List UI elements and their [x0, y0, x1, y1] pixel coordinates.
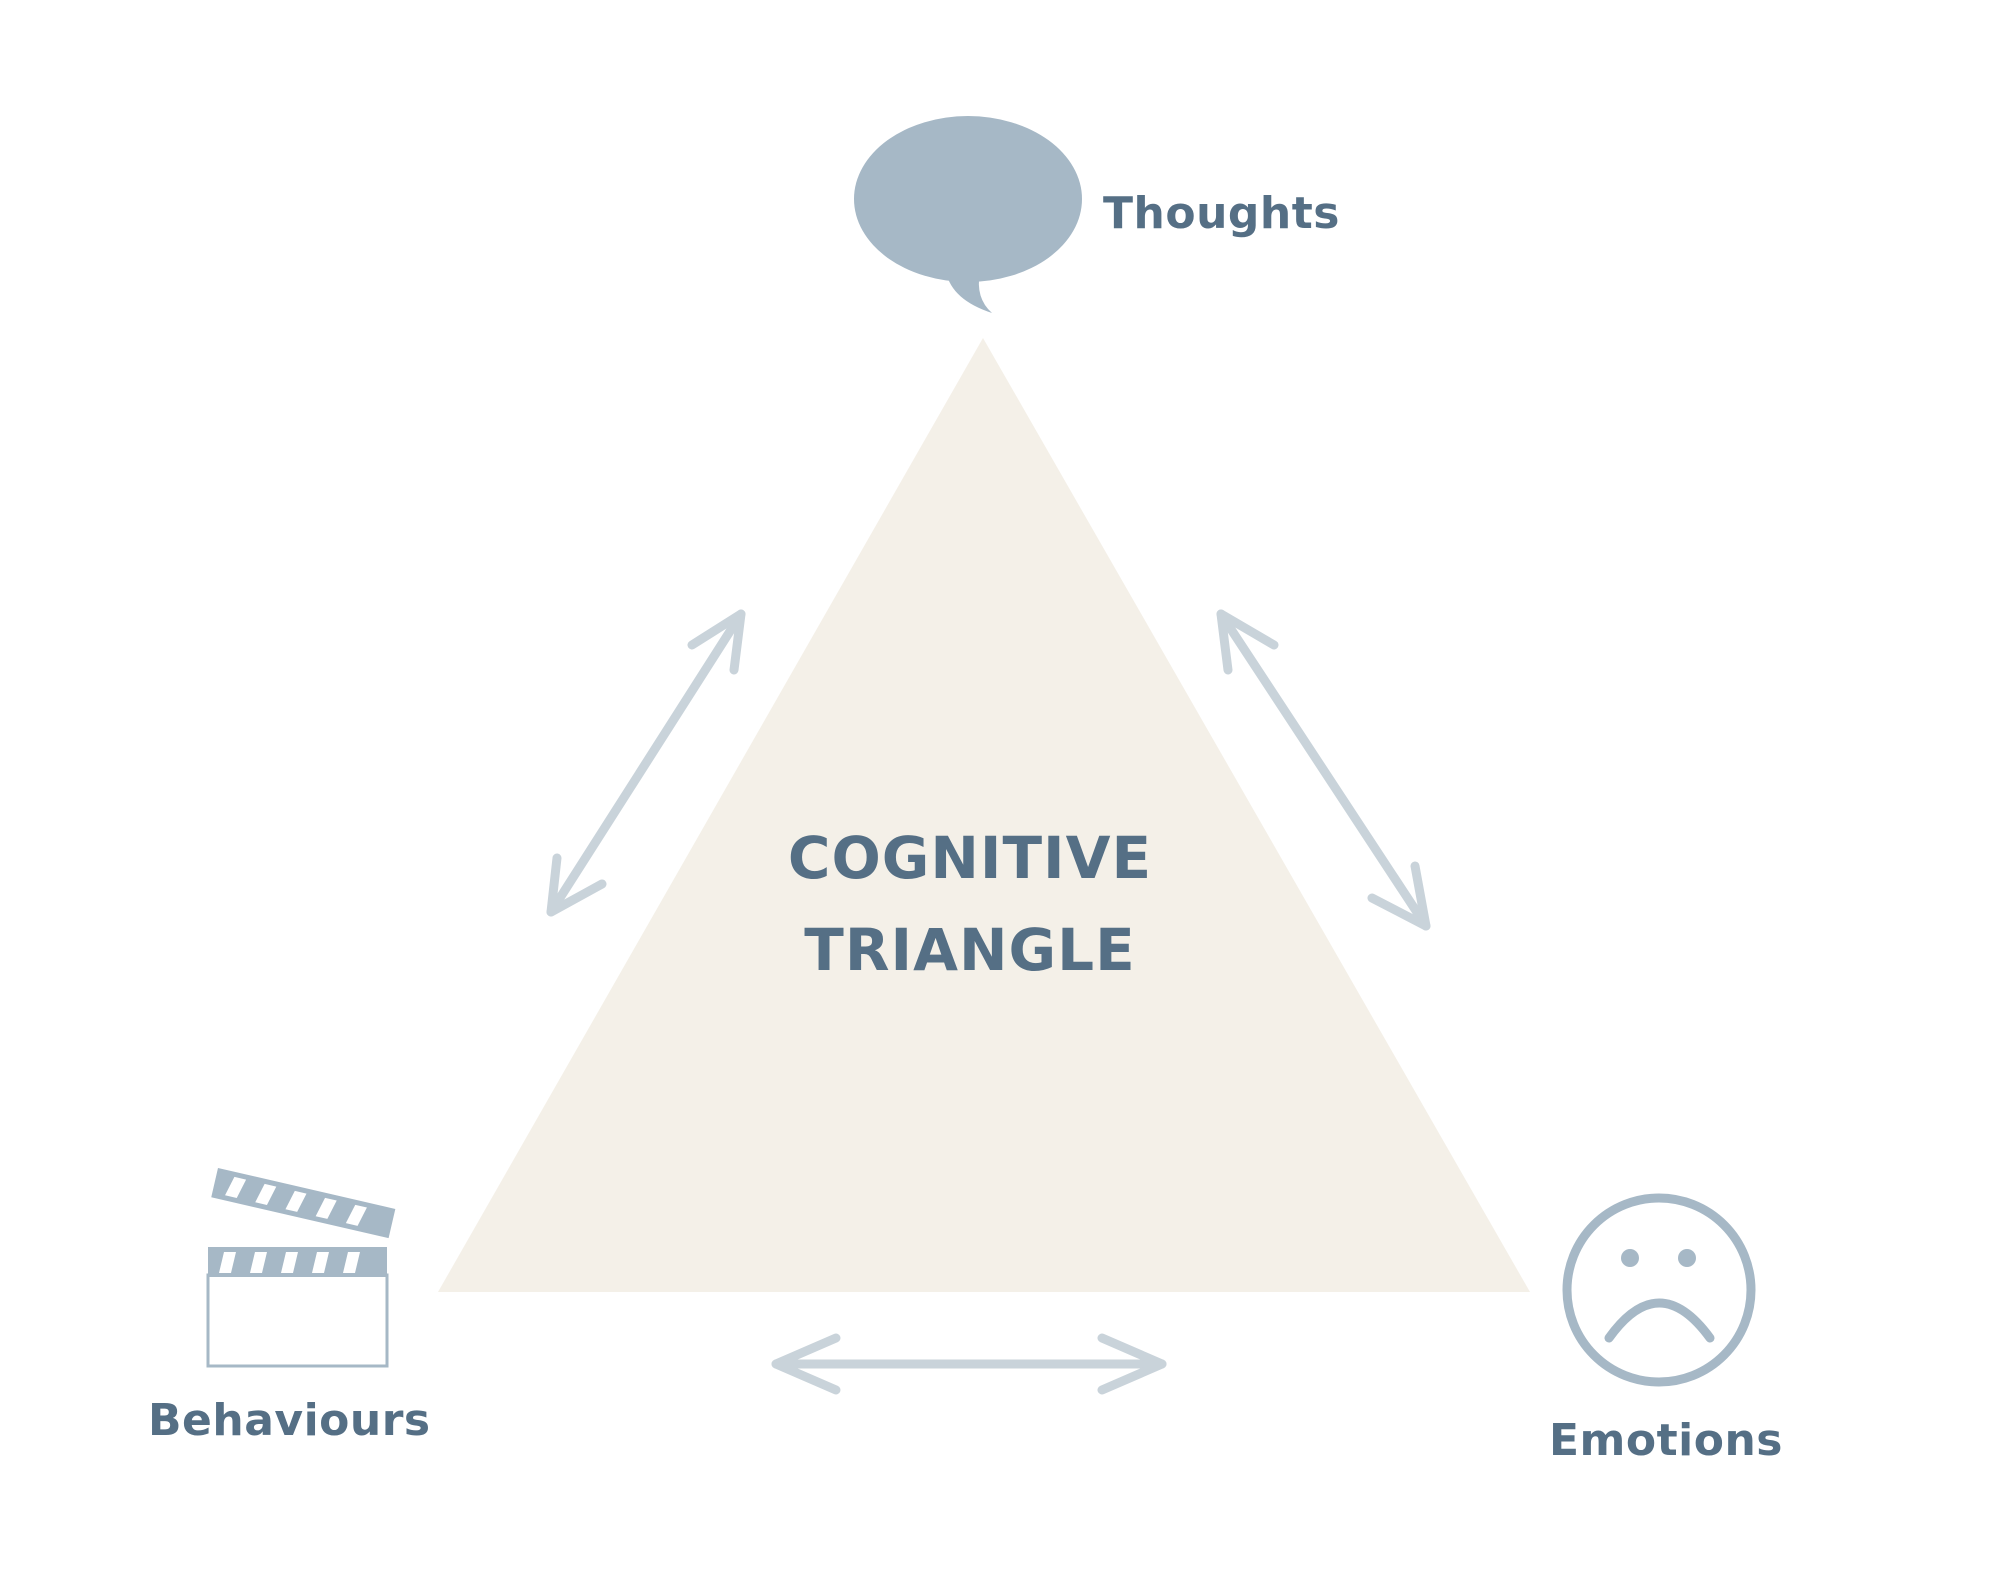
clapperboard-icon — [206, 1167, 396, 1368]
behaviours-label: Behaviours — [148, 1395, 431, 1446]
diagram-title: COGNITIVE TRIANGLE — [760, 812, 1180, 996]
speech-bubble-icon — [854, 116, 1082, 313]
arrow-thoughts-behaviours — [546, 609, 746, 917]
arrow-behaviours-emotions — [771, 1333, 1167, 1395]
cognitive-triangle — [438, 338, 1530, 1292]
arrow-thoughts-emotions — [1216, 609, 1431, 931]
thoughts-label: Thoughts — [1103, 188, 1340, 239]
sad-face-icon — [1562, 1193, 1756, 1387]
emotions-label: Emotions — [1549, 1415, 1783, 1466]
title-line-1: COGNITIVE — [787, 824, 1153, 892]
title-line-2: TRIANGLE — [804, 916, 1136, 984]
